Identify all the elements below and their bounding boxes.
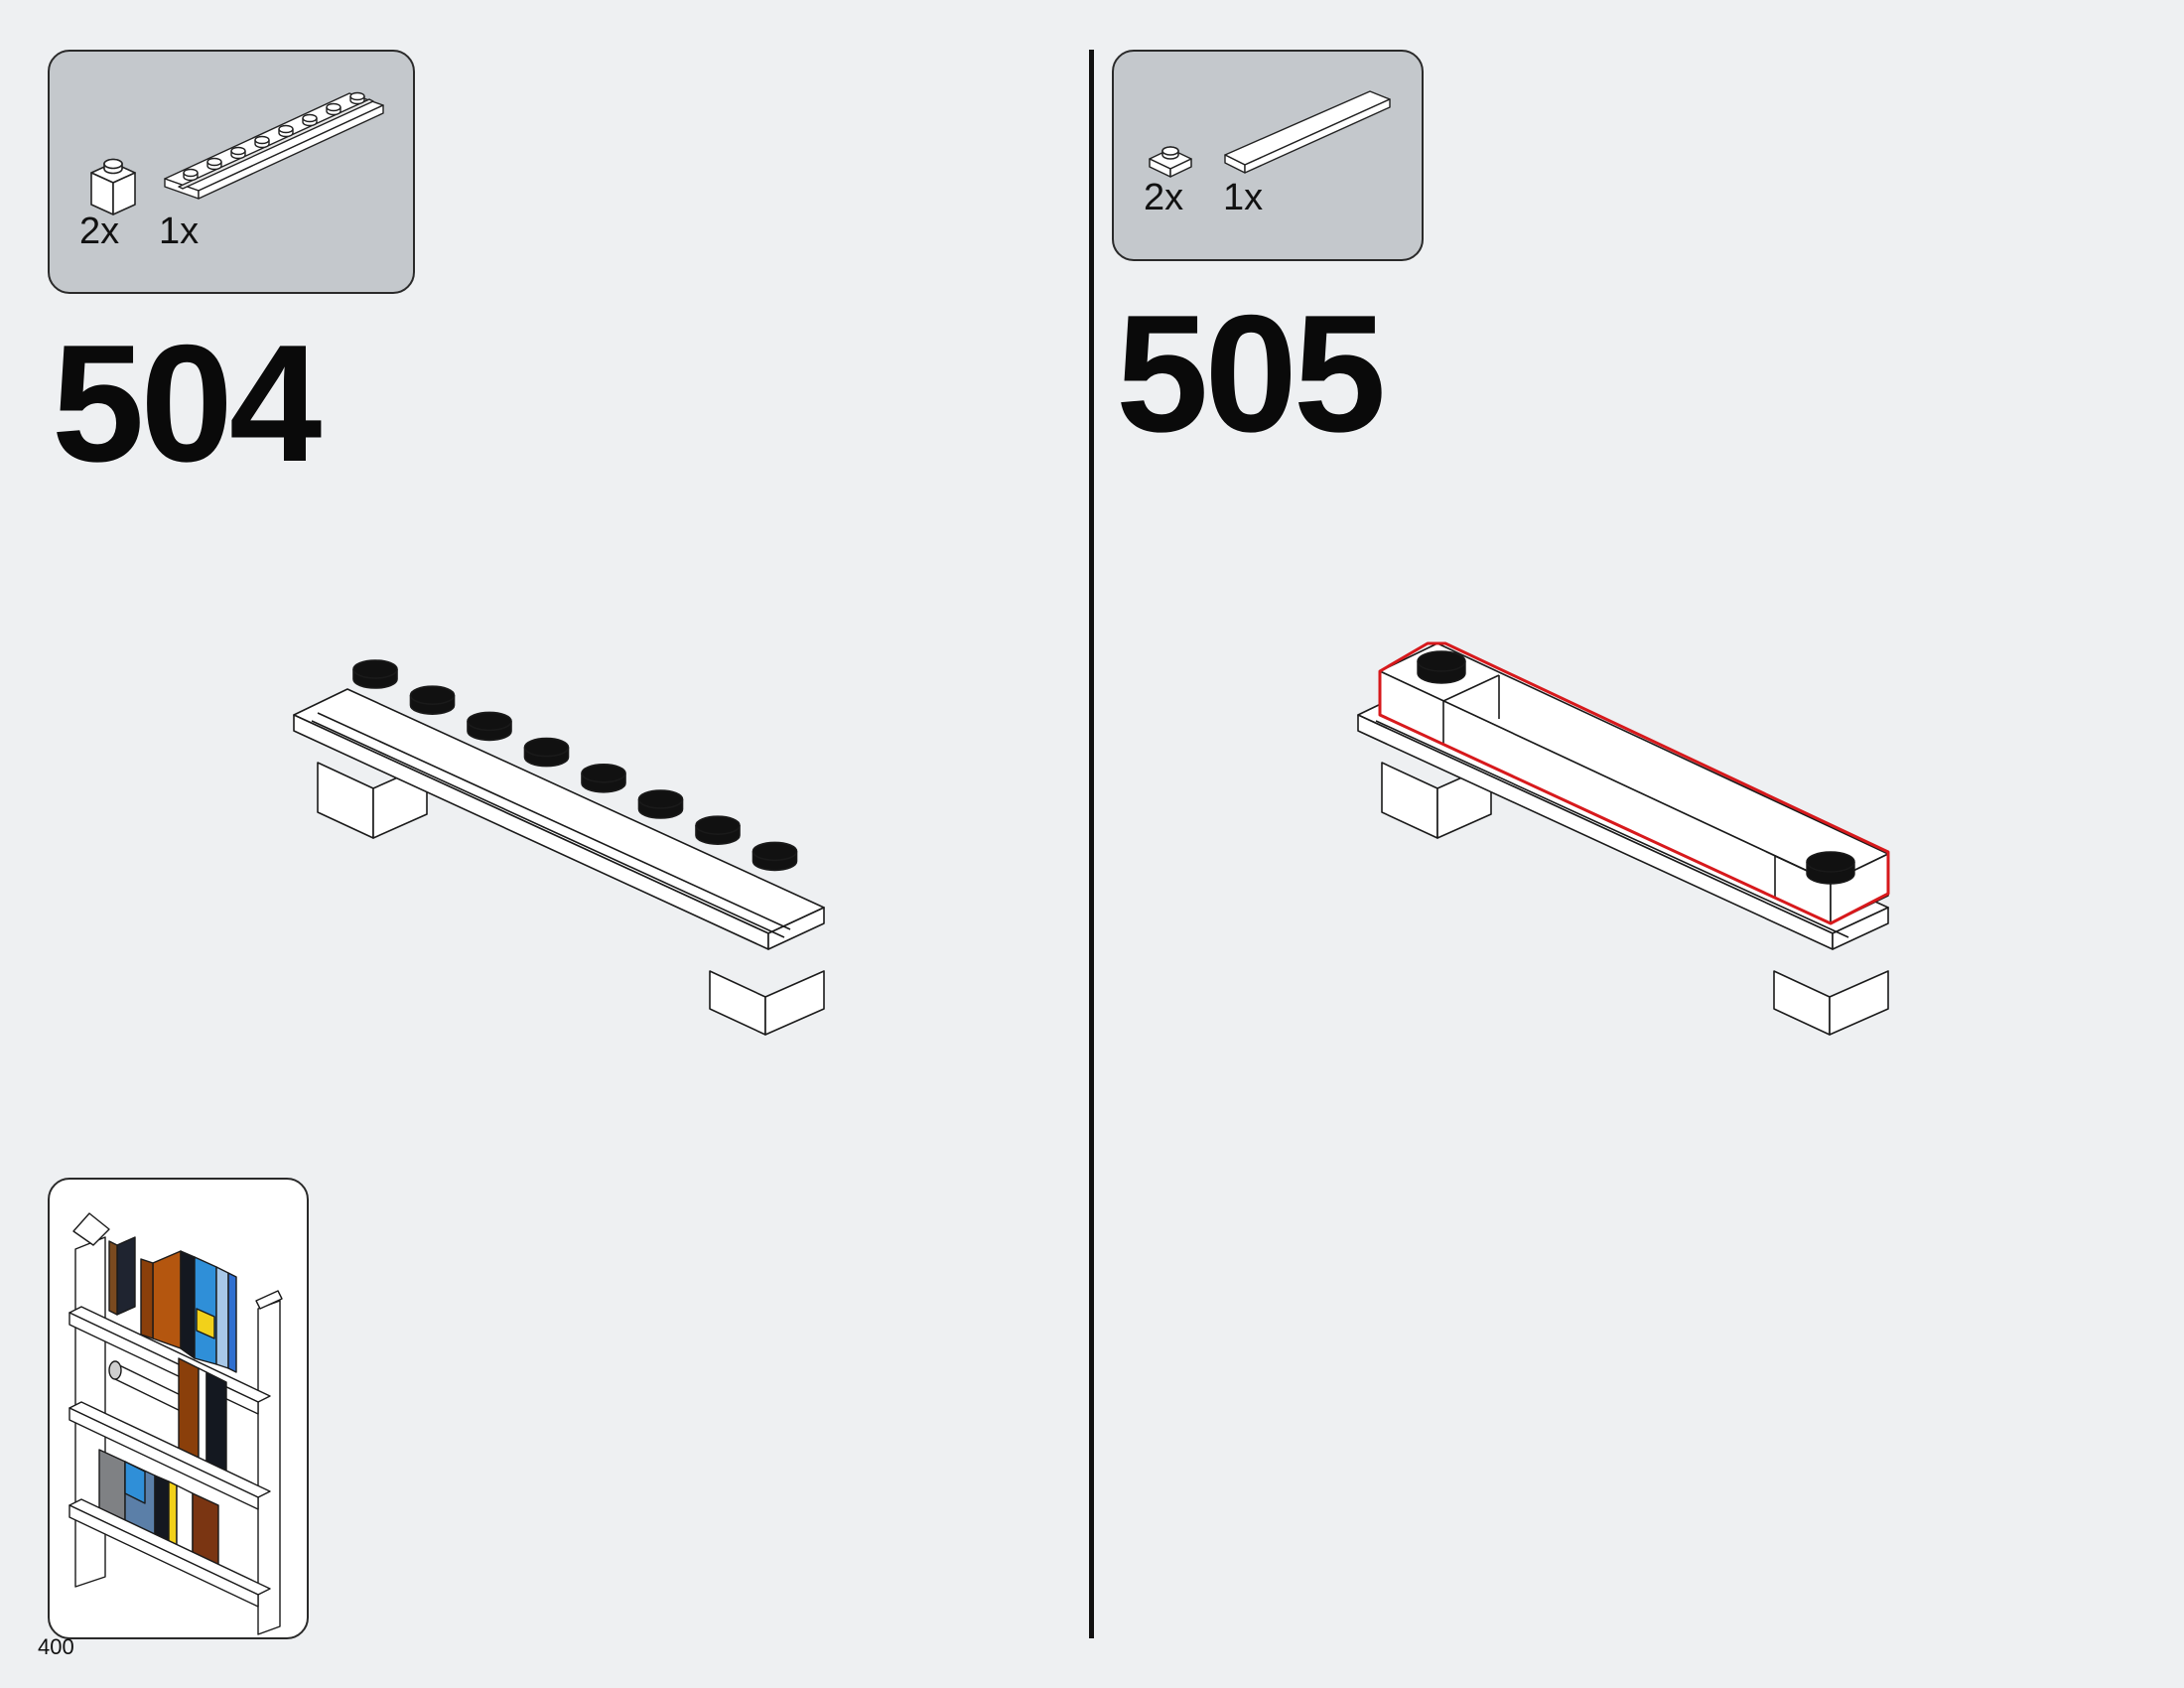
stud-icon-7 xyxy=(326,102,341,116)
stud-4 xyxy=(523,737,570,768)
new-parts-highlight xyxy=(1378,641,1890,925)
stud-icon-8 xyxy=(349,91,365,105)
finished-model-preview xyxy=(48,1178,309,1639)
part-qty-1x: 1x xyxy=(1223,177,1264,218)
stud-3 xyxy=(467,711,512,742)
step-number-505: 505 xyxy=(1116,280,1386,467)
page-number: 400 xyxy=(38,1634,74,1659)
part-qty-1x: 1x xyxy=(159,211,200,252)
stud-left xyxy=(1417,650,1466,684)
step-504-model xyxy=(293,659,825,1036)
stud-icon-6 xyxy=(302,113,318,127)
stud-icon-3 xyxy=(230,146,246,160)
stud-icon-2 xyxy=(206,157,222,171)
stud-6 xyxy=(637,789,684,819)
plate-1x1-icon xyxy=(1149,146,1192,178)
step-number-504: 504 xyxy=(52,310,322,496)
stud-8 xyxy=(751,841,798,872)
brick-1x1-icon xyxy=(90,158,136,215)
step-505-parts-box: 2x 1x xyxy=(1112,50,1424,261)
step-504-parts-box: 2x 1x xyxy=(48,50,415,294)
step-505-model xyxy=(1357,641,1890,1036)
part-qty-2x: 2x xyxy=(79,211,120,252)
stud-7 xyxy=(695,815,741,845)
step-divider xyxy=(1089,50,1094,1638)
tile-1x6-icon xyxy=(1224,90,1391,174)
stud-2 xyxy=(409,685,456,715)
stud-5 xyxy=(581,764,626,793)
stud-icon-1 xyxy=(183,168,199,182)
stud-1 xyxy=(352,659,398,689)
stud-icon-5 xyxy=(278,124,294,138)
stud-icon-4 xyxy=(254,135,270,149)
bookshelf-preview-image xyxy=(68,1212,283,1635)
plate-1x8-rail-icon xyxy=(164,91,384,200)
part-qty-2x: 2x xyxy=(1144,177,1184,218)
stud-right xyxy=(1806,851,1855,885)
